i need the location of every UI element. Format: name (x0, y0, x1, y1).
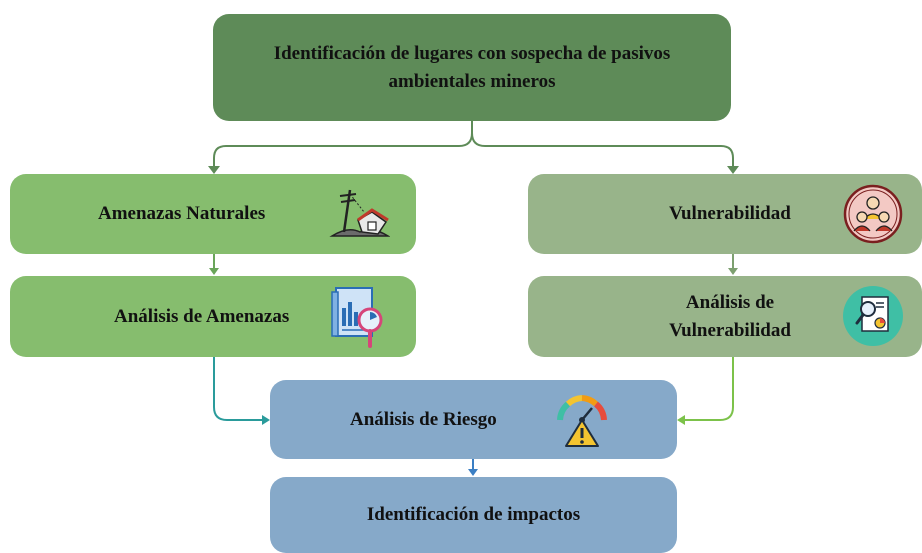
landslide-house-icon (329, 189, 390, 237)
node-root: Identificación de lugares con sospecha d… (213, 14, 731, 121)
node-threat-analysis-label: Análisis de Amenazas (114, 305, 290, 327)
arrow-to-vulnerability (727, 166, 739, 174)
connector-root-split-right (471, 132, 734, 168)
node-vulnerability: Vulnerabilidad (528, 174, 922, 254)
node-vulnerability-analysis: Análisis de Vulnerabilidad (528, 276, 922, 357)
report-analysis-icon (843, 286, 903, 346)
node-natural-threats-label: Amenazas Naturales (98, 203, 266, 225)
arrow-to-risk-right (677, 415, 685, 425)
arrow-to-threat-analysis (209, 268, 219, 275)
node-vulnerability-label: Vulnerabilidad (669, 203, 791, 225)
node-impacts-label: Identificación de impactos (366, 504, 581, 526)
people-group-icon (843, 184, 903, 244)
connector-threat-analysis-to-risk (213, 357, 262, 421)
connector-vulnerability-analysis-to-risk (685, 357, 734, 421)
node-risk-analysis: Análisis de Riesgo (270, 380, 677, 459)
document-magnifier-icon (331, 287, 383, 348)
node-natural-threats: Amenazas Naturales (10, 174, 416, 254)
node-threat-analysis: Análisis de Amenazas (10, 276, 416, 357)
node-vulnerability-analysis-label: Análisis de Vulnerabilidad (669, 291, 791, 341)
arrow-to-vulnerability-analysis (728, 268, 738, 275)
arrow-to-impacts (468, 469, 478, 476)
arrow-to-natural-threats (208, 166, 220, 174)
risk-gauge-warning-icon (557, 395, 607, 447)
node-root-label: Identificación de lugares con sospecha d… (273, 42, 671, 92)
node-impacts: Identificación de impactos (270, 477, 677, 553)
node-risk-analysis-label: Análisis de Riesgo (350, 408, 497, 430)
connector-root-split (213, 121, 473, 168)
arrow-to-risk-left (262, 415, 270, 425)
